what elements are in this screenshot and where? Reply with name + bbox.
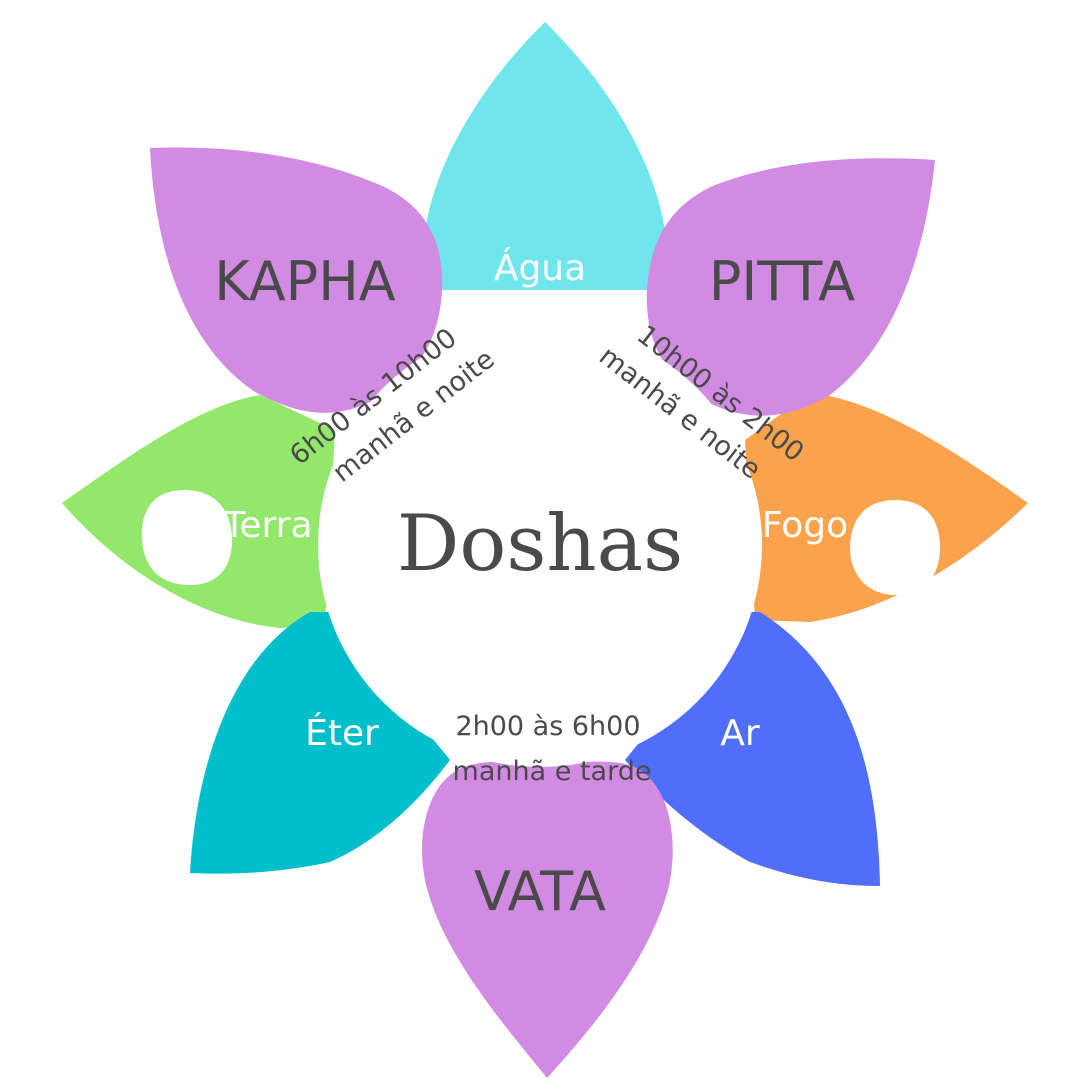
label-eter: Éter xyxy=(305,712,379,754)
petal-vata xyxy=(422,761,673,1078)
petal-eter xyxy=(190,612,450,874)
label-fogo: Fogo xyxy=(762,505,848,546)
vata-time: 2h00 às 6h00 xyxy=(455,711,640,742)
petal-ar xyxy=(625,612,880,886)
vata-period: manhã e tarde xyxy=(453,756,652,787)
label-ar: Ar xyxy=(720,713,760,754)
label-vata: VATA xyxy=(474,860,606,923)
terra-hole xyxy=(141,490,232,585)
center-circle xyxy=(318,323,762,767)
center-title: Doshas xyxy=(397,499,683,589)
label-agua: Água xyxy=(494,247,586,289)
petal-pitta xyxy=(646,158,935,416)
label-kapha: KAPHA xyxy=(214,250,396,313)
petal-agua xyxy=(422,22,668,290)
fogo-hole xyxy=(850,500,940,595)
label-terra: Terra xyxy=(222,505,312,546)
label-pitta: PITTA xyxy=(709,250,855,313)
petal-kapha xyxy=(150,147,443,413)
